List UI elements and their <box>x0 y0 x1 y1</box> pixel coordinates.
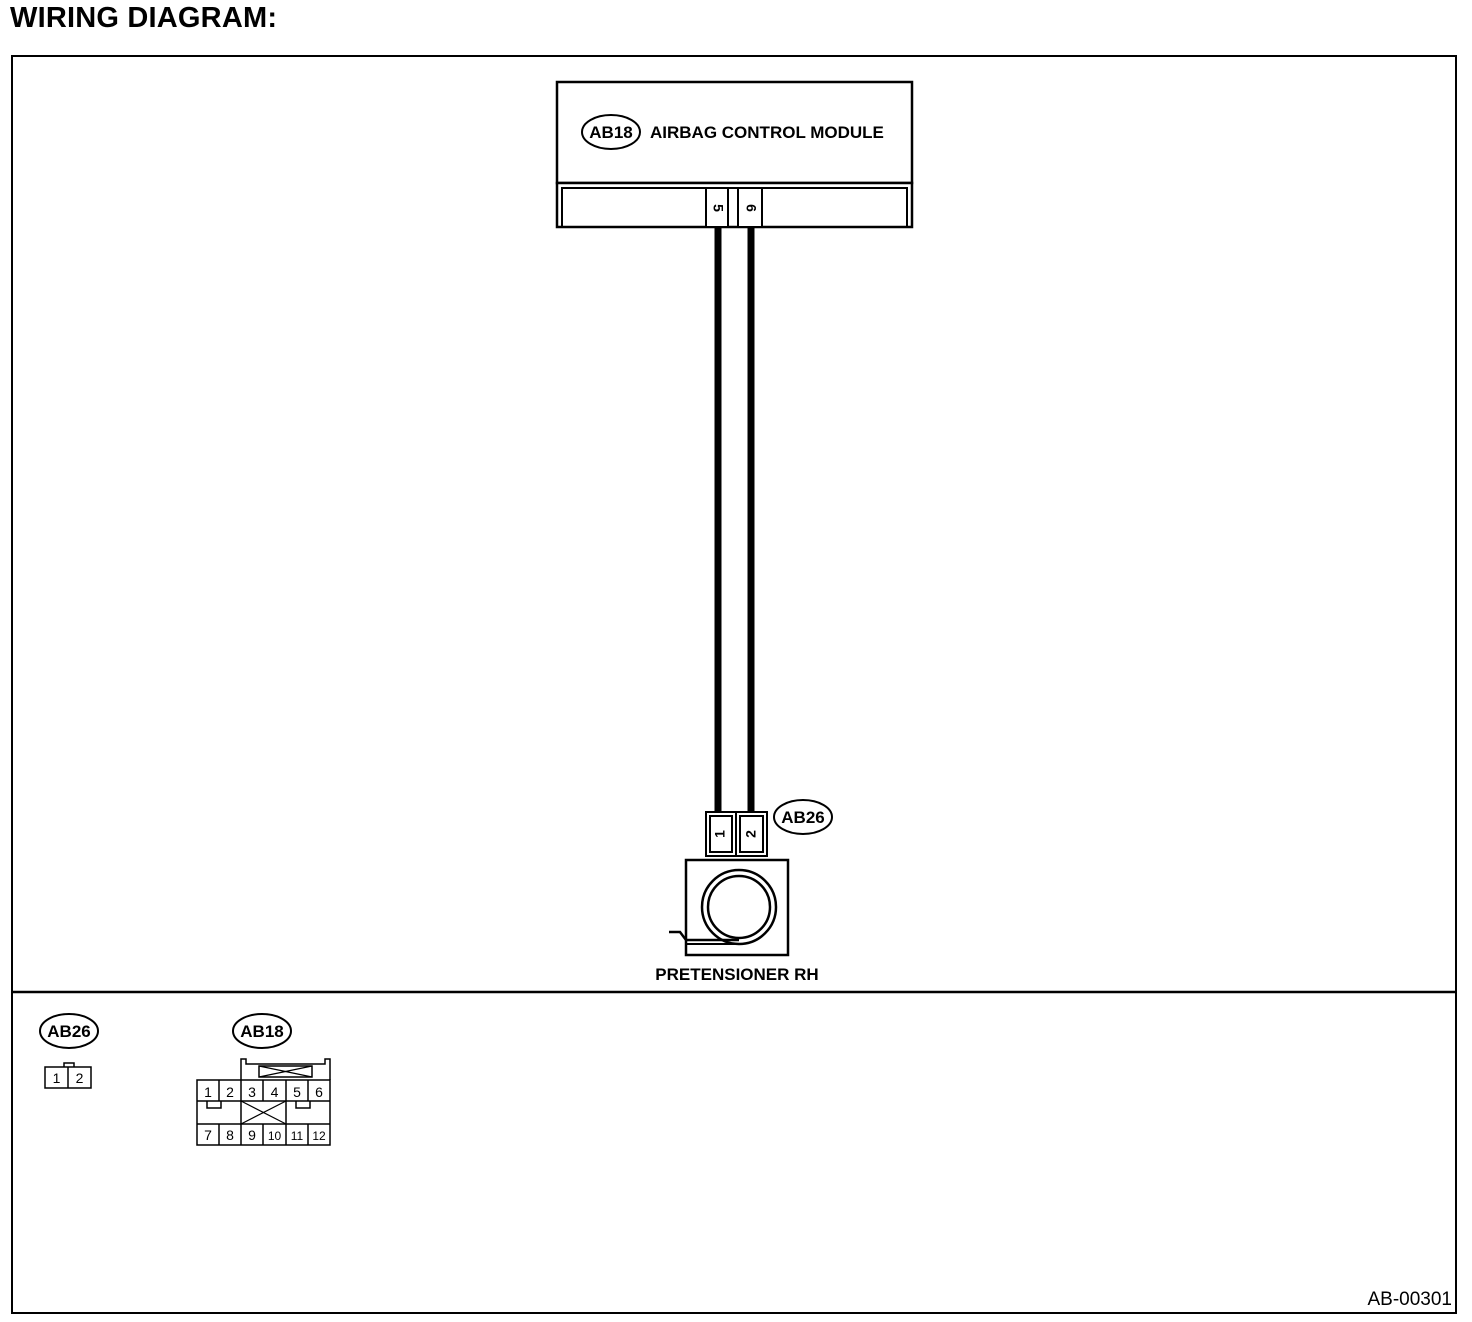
module-connector-inner <box>561 187 908 228</box>
airbag-control-module: AB18 AIRBAG CONTROL MODULE 5 6 <box>555 80 914 229</box>
module-name: AIRBAG CONTROL MODULE <box>650 123 884 142</box>
connector-view-ab18-pin-8: 8 <box>226 1127 234 1143</box>
pretensioner-reel-inner <box>706 874 772 940</box>
pretensioner-rh: 1 2 AB26 PRETENSIONER RH <box>655 799 833 984</box>
pretensioner-belt <box>669 930 739 942</box>
pretensioner-connector-id: AB26 <box>781 808 824 827</box>
pretensioner-pin-1-box <box>709 815 733 853</box>
module-pin-5-label: 5 <box>710 204 726 212</box>
pretensioner-pin-2-label: 2 <box>743 830 759 838</box>
connector-view-ab18-cell-lines <box>218 1080 309 1145</box>
connector-view-ab18-left-key <box>206 1101 222 1109</box>
figure-id: AB-00301 <box>1367 1289 1452 1310</box>
connector-view-ab18-id: AB18 <box>240 1022 283 1041</box>
connector-view-ab18-pin-10: 10 <box>268 1129 282 1143</box>
connector-view-ab18-pin-7: 7 <box>204 1127 212 1143</box>
connector-view-ab18-pin-1: 1 <box>204 1084 212 1100</box>
connector-view-ab18-right-key <box>295 1101 311 1109</box>
connector-view-ab18-latch <box>240 1058 331 1080</box>
connector-view-ab18-pin-12: 12 <box>312 1129 326 1143</box>
module-connector-strip <box>555 181 914 229</box>
module-pin-6-label: 6 <box>743 204 759 212</box>
connector-view-ab26-oval <box>39 1013 99 1049</box>
module-connector-id-oval <box>581 114 641 150</box>
diagram-frame <box>11 55 1457 1314</box>
connector-view-ab18-pin-2: 2 <box>226 1084 234 1100</box>
connector-view-ab26: AB26 1 2 <box>39 1013 99 1089</box>
connector-view-ab18-top-pins: 1 2 3 4 5 6 <box>204 1084 323 1100</box>
connector-view-ab26-pin-2: 2 <box>76 1070 84 1086</box>
connector-view-ab18-pin-9: 9 <box>248 1127 256 1143</box>
pretensioner-name: PRETENSIONER RH <box>655 965 818 984</box>
pretensioner-pin-1-label: 1 <box>712 830 728 838</box>
connector-view-ab18-pin-3: 3 <box>248 1084 256 1100</box>
connector-view-ab26-id: AB26 <box>47 1022 90 1041</box>
connector-view-ab18-pin-5: 5 <box>293 1084 301 1100</box>
connector-view-ab18-oval <box>232 1013 292 1049</box>
connector-view-ab26-pin-1: 1 <box>53 1070 61 1086</box>
connector-view-ab18-bottom-pins: 7 8 9 10 11 12 <box>204 1127 326 1143</box>
connector-view-ab18-middle-x2 <box>240 1100 287 1125</box>
pretensioner-connector-id-oval <box>773 799 833 835</box>
connector-view-ab18-pin-4: 4 <box>271 1084 279 1100</box>
connector-view-ab18: AB18 1 2 3 <box>196 1013 331 1146</box>
connector-view-ab18-pin-11: 11 <box>291 1129 304 1143</box>
page-title: WIRING DIAGRAM: <box>10 2 278 34</box>
module-connector-id: AB18 <box>589 123 632 142</box>
connector-view-ab18-pin-6: 6 <box>315 1084 323 1100</box>
pretensioner-pin-2-box <box>739 815 764 853</box>
connector-view-ab18-latch-x2 <box>258 1065 313 1078</box>
